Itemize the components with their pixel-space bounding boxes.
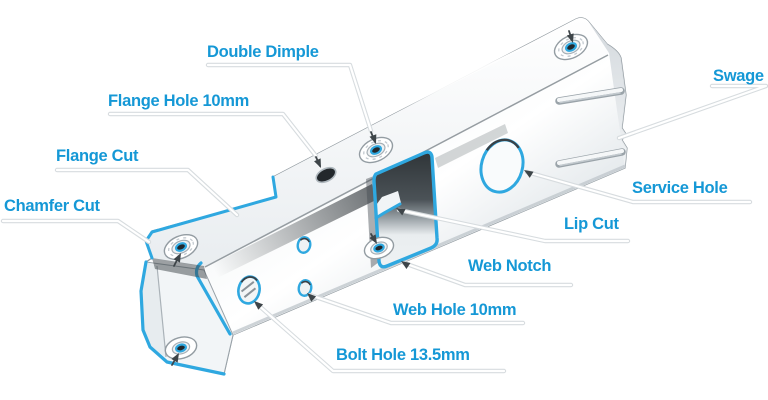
dimple-lip <box>164 336 198 360</box>
end-face <box>588 21 627 168</box>
callout-labels: Double Dimple Flange Hole 10mm Flange Cu… <box>4 43 764 364</box>
fold-shadow-right <box>435 124 508 168</box>
service-hole-leader <box>525 170 752 204</box>
label-flange-cut: Flange Cut <box>56 147 139 165</box>
web-notch-leader <box>402 261 573 287</box>
flange-cut-leader <box>55 168 239 217</box>
label-chamfer-cut: Chamfer Cut <box>4 197 101 215</box>
bolt-hole-shape <box>237 275 261 305</box>
label-web-notch: Web Notch <box>468 257 551 275</box>
bottom-block-cut-edge <box>139 260 226 376</box>
under-flange-shadow <box>152 258 207 279</box>
flange-hole-leader <box>108 112 318 158</box>
label-bolt-hole: Bolt Hole 13.5mm <box>336 346 470 364</box>
label-double-dimple: Double Dimple <box>207 43 319 61</box>
fold-shadow-left <box>205 184 376 282</box>
bolt-hole-leader <box>255 302 506 373</box>
flange-hole-shape <box>315 166 337 184</box>
label-service-hole: Service Hole <box>632 179 728 197</box>
dimple-double <box>358 136 394 164</box>
notch-rim <box>372 150 439 269</box>
label-swage: Swage <box>713 67 764 85</box>
web-hole-upper-shape <box>296 236 312 254</box>
web-hole-leader <box>308 293 525 325</box>
web-hole-lower-shape <box>297 279 313 297</box>
cut-lip-piece <box>374 191 401 218</box>
chamfer-cut-leader <box>1 219 151 244</box>
steel-channel <box>139 17 628 376</box>
leader-lines <box>0 62 768 374</box>
label-web-hole: Web Hole 10mm <box>393 301 516 319</box>
service-hole-shape <box>479 138 525 194</box>
label-lip-cut: Lip Cut <box>564 215 620 233</box>
dimple-notch <box>363 236 395 260</box>
dimple-left <box>163 233 199 261</box>
dimple-right <box>553 33 589 61</box>
lip-face <box>141 262 166 357</box>
flange-cut-edge <box>144 175 278 260</box>
flange-highlight <box>157 22 574 230</box>
lip-cut-leader <box>397 208 630 243</box>
swage-groove-upper <box>555 87 625 105</box>
pointer-arrows <box>171 30 577 366</box>
double-dimple-leader <box>206 63 373 133</box>
label-flange-hole: Flange Hole 10mm <box>108 92 249 110</box>
lip-fold-line <box>156 265 167 358</box>
swage-leader <box>617 84 768 140</box>
lip-cut-edge <box>374 202 402 220</box>
swage-groove-lower <box>555 148 626 168</box>
